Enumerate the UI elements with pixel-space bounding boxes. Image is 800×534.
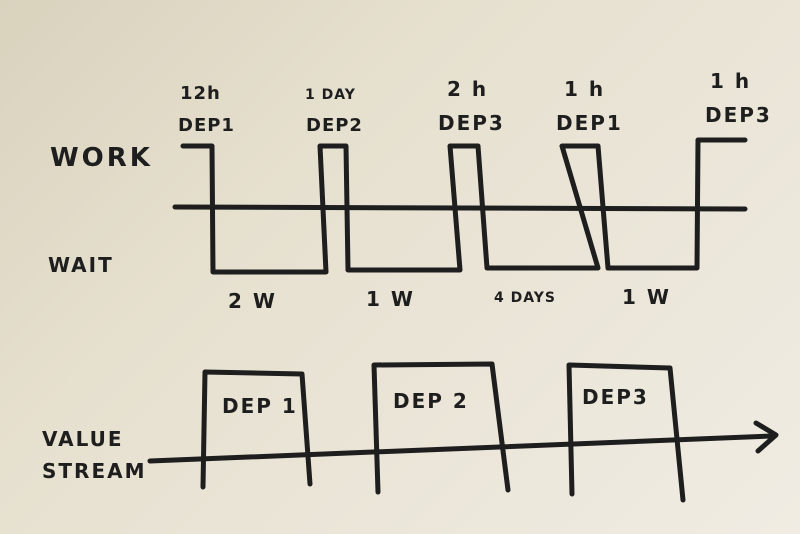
work-period-2-duration: 1 DAY [305,87,356,103]
work-wait-baseline [172,204,748,212]
work-period-3-dept: DEP3 [438,111,505,135]
work-period-4-duration: 1 h [564,77,605,101]
value-stream-block-3 [566,362,686,503]
wait-period-1-duration: 2 W [228,289,277,313]
work-period-5-duration: 1 h [710,69,751,93]
value-stream-arrowhead [753,420,779,454]
value-stream-axis [147,433,775,464]
work-period-3-duration: 2 h [447,77,488,101]
value-stream-label-line2: STREAM [42,459,147,483]
work-period-1-duration: 12h [180,83,221,104]
wait-period-4-duration: 1 W [622,285,671,309]
value-stream-block-1-label: DEP 1 [222,394,298,418]
value-stream-block-3-label: DEP3 [582,385,649,409]
work-row-label: WORK [50,143,153,173]
value-stream-block-1 [200,369,313,490]
wait-period-2-duration: 1 W [366,287,415,311]
wait-period-3-duration: 4 DAYS [494,290,556,306]
work-period-4-dept: DEP1 [556,111,623,135]
wait-row-label: WAIT [48,253,114,277]
value-stream-block-2-label: DEP 2 [393,389,469,413]
work-wait-waveform [180,137,748,275]
work-period-5-dept: DEP3 [705,103,772,127]
work-period-1-dept: DEP1 [178,115,235,136]
value-stream-label-line1: VALUE [42,427,124,451]
work-period-2-dept: DEP2 [306,115,363,136]
value-stream-block-2 [371,361,511,495]
